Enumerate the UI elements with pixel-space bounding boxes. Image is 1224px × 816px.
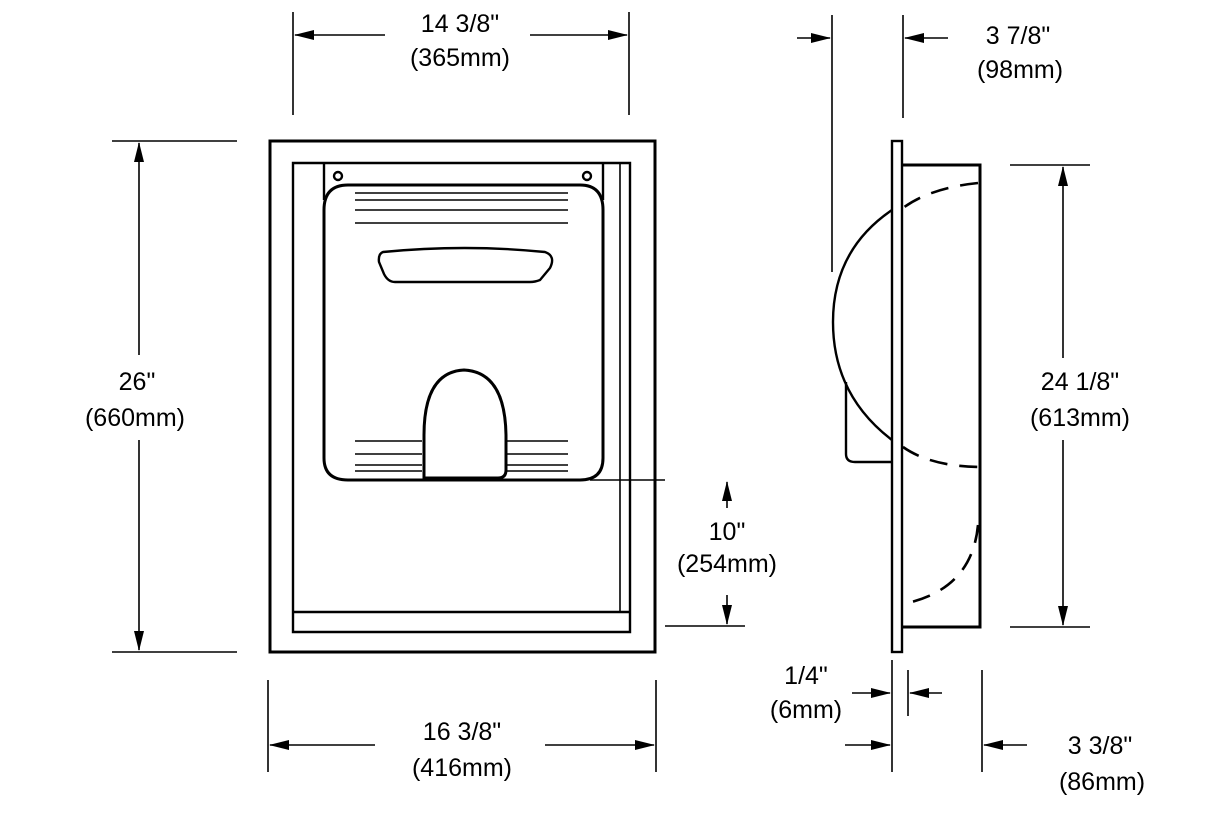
dim-label-imperial: 24 1/8" — [1041, 368, 1119, 396]
dimension-outlet-height: 10" (254mm) — [590, 479, 777, 627]
dim-label-imperial: 10" — [709, 518, 746, 546]
recess-frame-inner — [291, 161, 632, 634]
cover-ribs-bottom — [355, 440, 568, 472]
dimension-recess-depth: 3 3/8" (86mm) — [845, 670, 1145, 796]
dim-label-metric: (613mm) — [1030, 404, 1130, 432]
air-nozzle — [422, 368, 508, 480]
mounting-hole-icon — [581, 170, 593, 182]
dryer-cover-profile — [831, 209, 893, 441]
dim-label-imperial: 14 3/8" — [421, 10, 499, 38]
dimension-flange: 1/4" (6mm) — [770, 660, 942, 772]
dryer-cover — [322, 183, 605, 482]
dim-label-metric: (98mm) — [977, 56, 1063, 84]
dim-label-metric: (660mm) — [85, 404, 185, 432]
dimension-projection: 3 7/8" (98mm) — [797, 15, 1063, 272]
dim-label-metric: (254mm) — [677, 550, 777, 578]
dim-label-metric: (86mm) — [1059, 768, 1145, 796]
sensor-window — [377, 246, 554, 284]
flange-plate — [890, 139, 904, 654]
dimension-box-height: 24 1/8" (613mm) — [1010, 164, 1130, 628]
mounting-hole-icon — [332, 170, 344, 182]
dim-label-imperial: 1/4" — [784, 662, 828, 690]
dimension-height-left: 26" (660mm) — [85, 140, 237, 653]
side-view — [831, 139, 982, 654]
dim-label-metric: (6mm) — [770, 696, 842, 724]
recess-box — [902, 163, 982, 629]
front-view — [268, 139, 657, 654]
dim-label-imperial: 3 3/8" — [1068, 732, 1132, 760]
dim-label-metric: (416mm) — [412, 754, 512, 782]
cover-ribs-top — [355, 192, 568, 224]
dimension-width-top: 14 3/8" (365mm) — [292, 10, 630, 115]
mounting-plate — [322, 163, 605, 200]
dim-label-imperial: 3 7/8" — [986, 22, 1050, 50]
recess-frame-outer — [268, 139, 657, 654]
dimension-width-bottom: 16 3/8" (416mm) — [267, 680, 657, 782]
hidden-housing-dashed — [902, 181, 980, 606]
dim-label-metric: (365mm) — [410, 44, 510, 72]
dim-label-imperial: 16 3/8" — [423, 718, 501, 746]
dryer-lower-tab — [844, 382, 892, 464]
dim-label-imperial: 26" — [119, 368, 156, 396]
